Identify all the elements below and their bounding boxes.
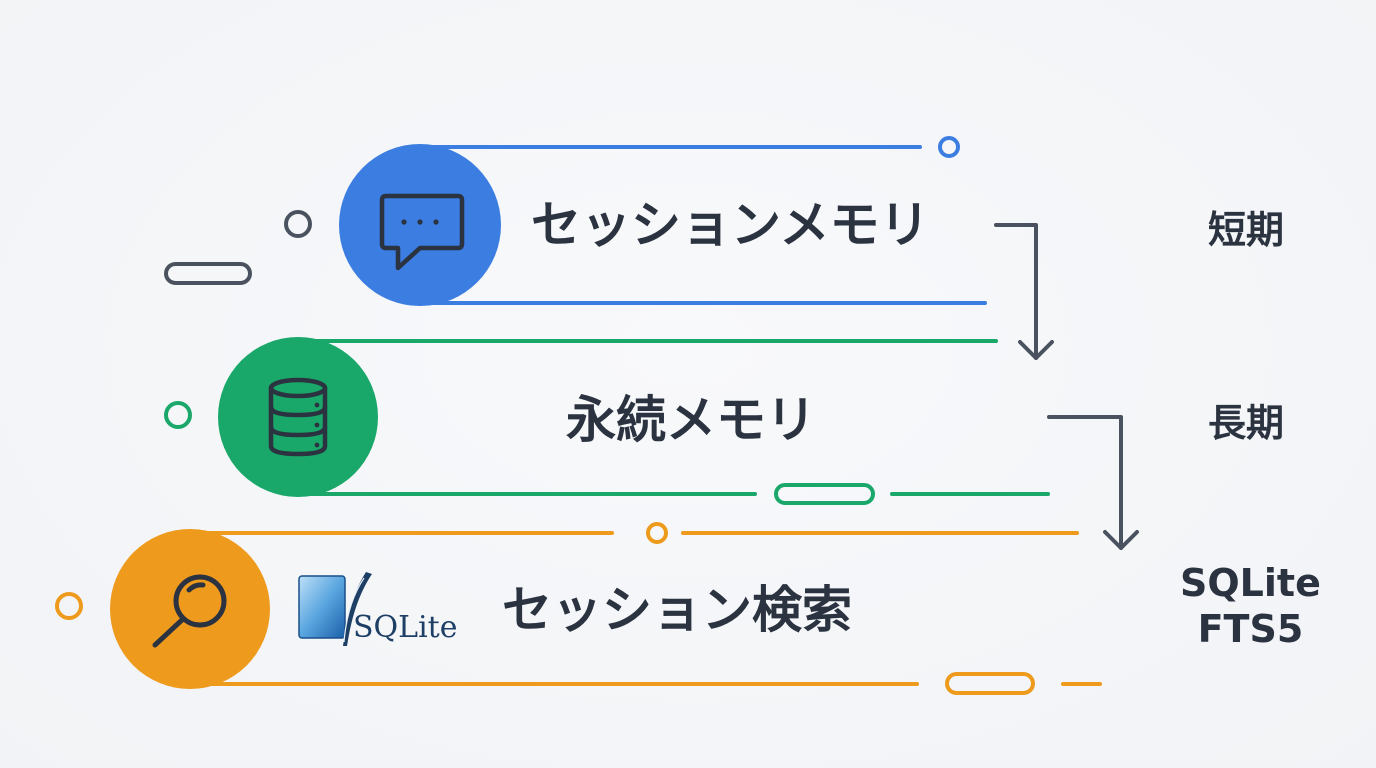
tier-search: SQLite	[55, 522, 1102, 695]
tier-persistent-side-dot	[164, 401, 192, 429]
tier-search-side-dot	[55, 592, 83, 620]
tier-search-side-label: SQLite FTS5	[1180, 560, 1321, 653]
magnifier-icon	[152, 574, 227, 648]
side-label-line: FTS5	[1197, 607, 1304, 652]
tier-session-title: セッションメモリ	[531, 196, 930, 254]
tier-session-side-label: 短期	[1208, 207, 1284, 253]
tier-session-side-dot	[284, 210, 312, 238]
tier-session-pill	[164, 262, 252, 285]
tier-search-badge	[110, 529, 270, 689]
tier-session	[164, 136, 987, 306]
feather-icon	[343, 572, 372, 646]
sqlite-logo-word: SQLite	[353, 610, 457, 645]
side-label-line: 長期	[1208, 401, 1285, 445]
chat-bubble-icon	[379, 193, 465, 271]
tier-session-badge	[339, 144, 501, 306]
tier-persistent-title: 永続メモリ	[566, 391, 816, 449]
database-icon	[268, 377, 328, 457]
side-label-line: SQLite	[1180, 561, 1321, 605]
tier-search-node-dot	[646, 522, 668, 544]
tier-persistent-side-label: 長期	[1208, 400, 1284, 446]
tier-session-node-dot	[938, 136, 960, 158]
tier-search-title: セッション検索	[502, 581, 852, 639]
connector-session-to-persistent	[994, 223, 1054, 360]
connector-persistent-to-search	[1047, 415, 1139, 550]
side-label-line: 短期	[1208, 208, 1285, 252]
sqlite-logo-square	[298, 575, 346, 639]
sqlite-logo: SQLite	[298, 572, 457, 646]
tier-search-pill	[945, 672, 1035, 695]
tier-persistent	[164, 337, 1050, 505]
tier-persistent-pill	[774, 483, 875, 505]
